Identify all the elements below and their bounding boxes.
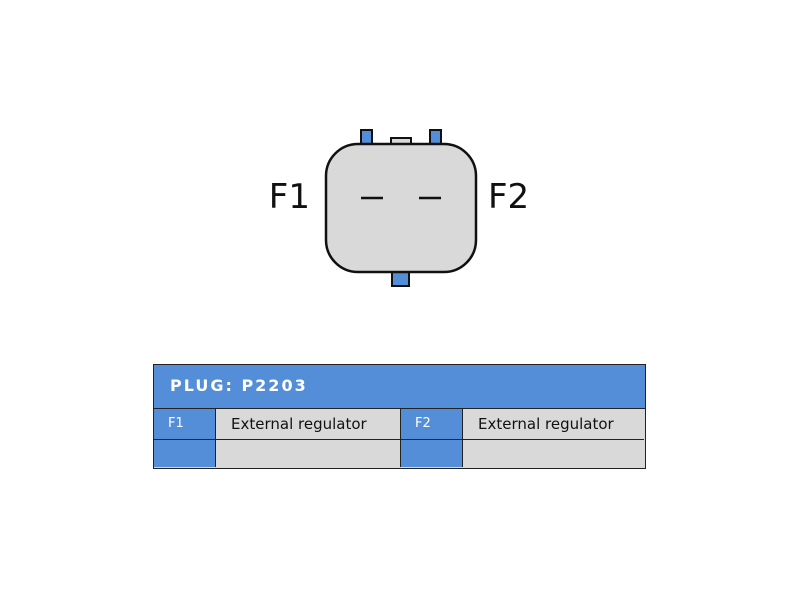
pin-label-f2: F2 (488, 177, 529, 217)
pin-label-f1: F1 (269, 177, 310, 217)
connector-diagram: F1 F2 (269, 129, 529, 287)
pin-cell-empty-b (401, 440, 463, 467)
pin-cell-empty-a (154, 440, 216, 467)
pin-cell-f2: F2 (401, 409, 463, 440)
plug-title: PLUG: P2203 (154, 365, 645, 409)
pin-cell-f1: F1 (154, 409, 216, 440)
pin-desc-f2: External regulator (463, 409, 644, 440)
pin-desc-empty-a (216, 440, 401, 467)
connector-body (324, 142, 478, 274)
pin-desc-empty-b (463, 440, 644, 467)
pin-desc-f1: External regulator (216, 409, 401, 440)
plug-table: PLUG: P2203 F1 External regulator F2 Ext… (153, 364, 646, 469)
